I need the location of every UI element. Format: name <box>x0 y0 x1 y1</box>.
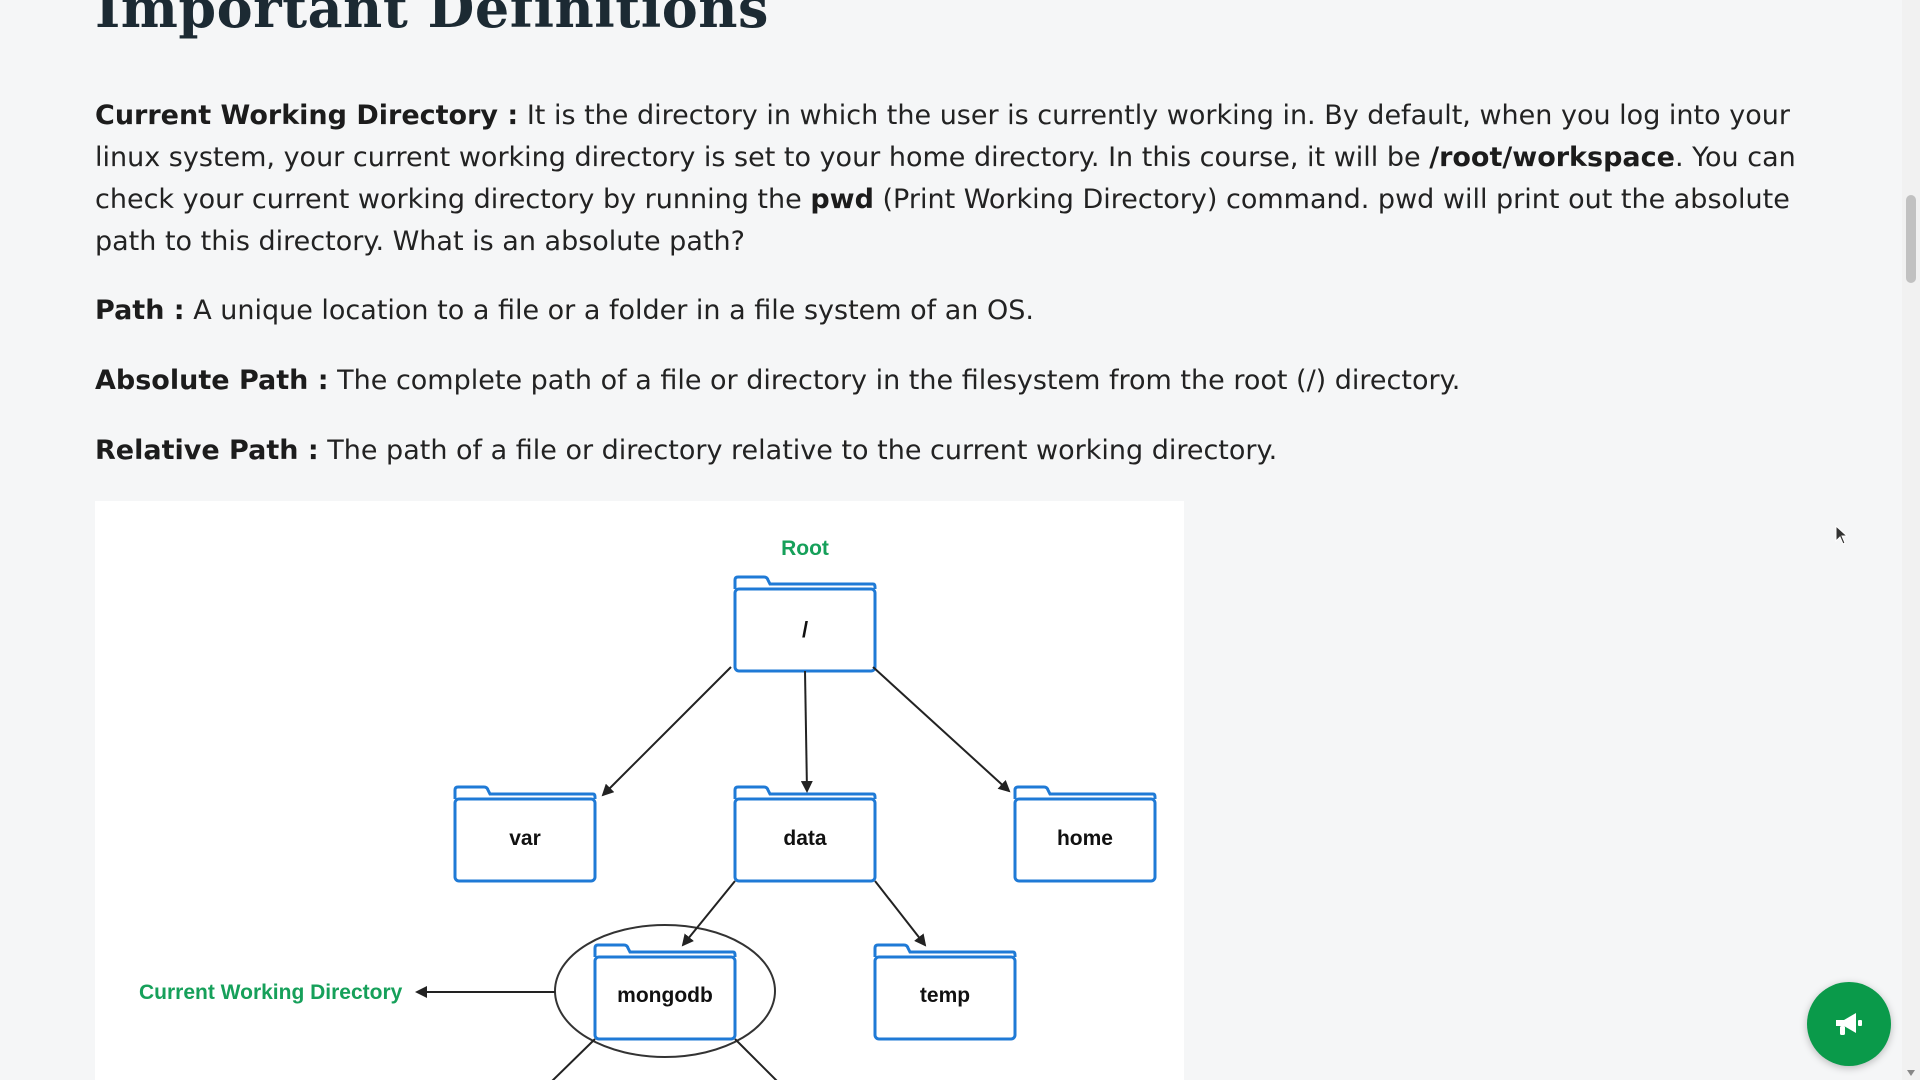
folder-label-mongodb: mongodb <box>617 984 713 1007</box>
directory-tree-svg: Root / var data home mong <box>139 537 1157 1080</box>
definition-absolute-path: Absolute Path : The complete path of a f… <box>95 360 1800 402</box>
announcement-button[interactable] <box>1807 982 1891 1066</box>
definition-text: It is the directory in which the user is… <box>95 100 1790 173</box>
arrow-root-var <box>601 666 732 797</box>
folder-label-root: / <box>802 617 808 642</box>
folder-icon-mongodb: mongodb <box>593 943 737 1041</box>
arrow-root-home <box>872 666 1011 793</box>
folder-label-data: data <box>783 827 827 850</box>
directory-tree-diagram: Root / var data home mong <box>95 501 1184 1080</box>
arrow-data-temp <box>874 880 927 947</box>
definition-term: Path : <box>95 295 185 326</box>
workspace-path: /root/workspace <box>1429 142 1675 173</box>
pwd-command: pwd <box>810 184 874 215</box>
arrow-data-mongodb <box>681 880 736 947</box>
arrow-root-data <box>800 670 813 793</box>
definition-relative-path: Relative Path : The path of a file or di… <box>95 430 1800 472</box>
definition-term: Relative Path : <box>95 435 319 466</box>
definition-path: Path : A unique location to a file or a … <box>95 290 1800 332</box>
folder-icon-var: var <box>453 785 597 883</box>
folder-icon-data: data <box>733 785 877 883</box>
mouse-cursor-icon <box>1835 525 1849 545</box>
scroll-down-arrow-icon[interactable] <box>1907 1070 1915 1076</box>
definition-text: A unique location to a file or a folder … <box>184 295 1034 326</box>
arrow-mongodb-child-right <box>734 1038 778 1080</box>
definition-text: . You can check your current working dir… <box>95 142 1796 215</box>
folder-label-var: var <box>509 827 541 850</box>
definition-text: The complete path of a file or directory… <box>328 365 1461 396</box>
scrollbar-thumb[interactable] <box>1906 195 1916 283</box>
definition-text: The path of a file or directory relative… <box>318 435 1278 466</box>
megaphone-icon <box>1836 1013 1862 1035</box>
folder-icon-root: / <box>733 575 877 673</box>
cwd-label: Current Working Directory <box>139 981 403 1004</box>
definition-current-working-directory: Current Working Directory : It is the di… <box>95 95 1800 263</box>
root-label: Root <box>781 537 829 560</box>
page-title: Important Definitions <box>95 0 769 40</box>
definition-text: (Print Working Directory) command. pwd w… <box>95 184 1790 257</box>
definition-term: Absolute Path : <box>95 365 329 396</box>
definition-term: Current Working Directory : <box>95 100 519 131</box>
folder-icon-home: home <box>1013 785 1157 883</box>
arrow-mongodb-child-left <box>551 1038 596 1080</box>
vertical-scrollbar[interactable] <box>1902 0 1920 1080</box>
folder-label-home: home <box>1057 827 1113 850</box>
folder-icon-temp: temp <box>873 943 1017 1041</box>
folder-label-temp: temp <box>920 984 970 1007</box>
